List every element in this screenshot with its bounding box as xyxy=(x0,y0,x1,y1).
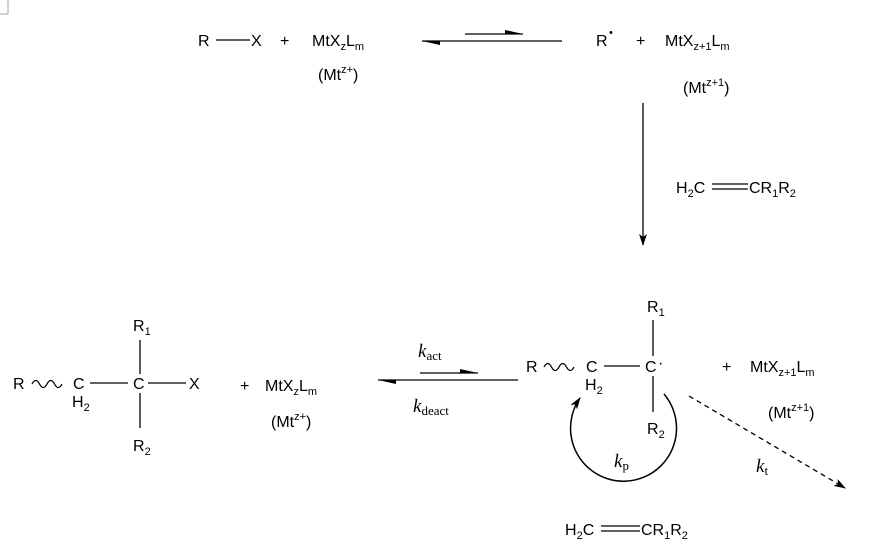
svg-text:C: C xyxy=(133,376,145,393)
radical: R xyxy=(596,33,608,50)
oxidation-state: (Mtz+) xyxy=(318,64,358,84)
propagation-cycle-arrow xyxy=(569,393,678,482)
wavy-bond xyxy=(31,379,63,389)
k-p-label: kp xyxy=(614,451,629,473)
svg-text:C: C xyxy=(586,359,598,376)
termination-arrow xyxy=(688,395,846,489)
svg-text:MtXz+1Lm: MtXz+1Lm xyxy=(750,359,815,379)
svg-text:X: X xyxy=(189,376,200,393)
svg-text:CR1R2: CR1R2 xyxy=(641,522,688,542)
bottom-monomer: H2C CR1R2 xyxy=(565,522,688,542)
svg-text:R: R xyxy=(13,376,25,393)
k-deact-label: kdeact xyxy=(413,396,449,418)
bottom-catalyst-oxidized: MtXz+1Lm (Mtz+1) xyxy=(750,359,815,422)
top-reactant: R X + MtXzLm (Mtz+) xyxy=(198,33,364,84)
oxidation-state: (Mtz+1) xyxy=(683,77,729,97)
bottom-catalyst: MtXzLm (Mtz+) xyxy=(265,378,317,431)
svg-text:H2C: H2C xyxy=(565,522,594,542)
svg-text:R2: R2 xyxy=(647,421,665,441)
bottom-equilibrium-arrow: kact kdeact xyxy=(378,341,518,418)
svg-text:R1: R1 xyxy=(647,299,665,319)
radical-dot: · xyxy=(658,355,663,372)
svg-text:MtXzLm: MtXzLm xyxy=(265,378,317,398)
radical-dot: • xyxy=(609,27,613,39)
svg-text:(Mtz+): (Mtz+) xyxy=(271,411,311,431)
svg-text:R: R xyxy=(526,359,538,376)
halogen: X xyxy=(251,33,262,50)
k-act-label: kact xyxy=(418,341,442,363)
plus-sign: + xyxy=(636,33,645,50)
k-t-label: kt xyxy=(756,456,768,478)
svg-text:CR1R2: CR1R2 xyxy=(749,180,796,200)
svg-text:(Mtz+1): (Mtz+1) xyxy=(768,402,814,422)
top-monomer: H2C CR1R2 xyxy=(676,180,796,200)
corner-mark xyxy=(0,0,9,15)
svg-text:R2: R2 xyxy=(133,438,151,458)
wavy-bond xyxy=(543,362,575,372)
svg-text:H2C: H2C xyxy=(676,180,705,200)
dormant-species: R C H2 C X R1 R2 xyxy=(13,318,200,458)
catalyst-formula: MtXz+1Lm xyxy=(665,33,730,53)
top-product: R • + MtXz+1Lm (Mtz+1) xyxy=(596,27,730,97)
plus-sign: + xyxy=(722,359,731,376)
plus-sign: + xyxy=(280,33,289,50)
plus-sign: + xyxy=(240,378,249,395)
top-equilibrium-arrow xyxy=(422,30,562,45)
active-radical-species: R C H2 C · R1 R2 xyxy=(526,299,665,441)
r-group: R xyxy=(198,33,210,50)
svg-text:C: C xyxy=(645,359,657,376)
svg-text:H2: H2 xyxy=(72,394,90,414)
catalyst-formula: MtXzLm xyxy=(312,33,364,53)
svg-text:R1: R1 xyxy=(133,318,151,338)
svg-text:C: C xyxy=(73,376,85,393)
svg-text:H2: H2 xyxy=(585,377,603,397)
